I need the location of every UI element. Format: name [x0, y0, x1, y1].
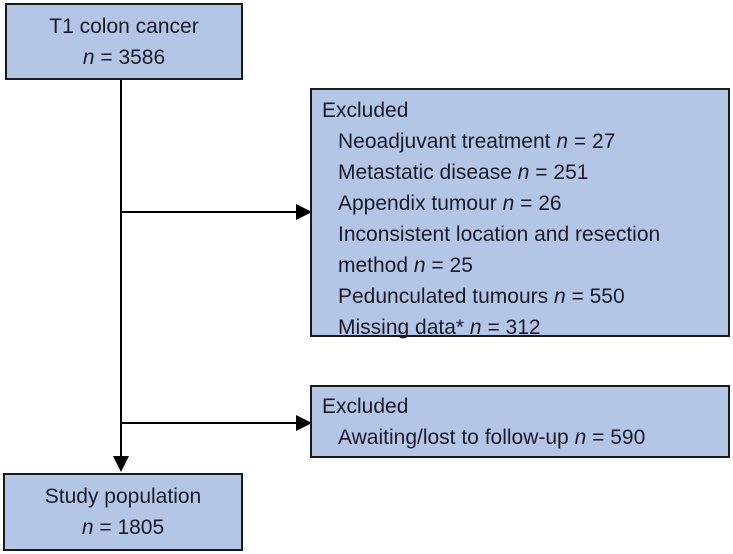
box-excluded-2: Excluded Awaiting/lost to follow-up n = … [310, 385, 730, 458]
excluded-heading: Excluded [322, 99, 409, 122]
excluded-item: Metastatic disease n = 251 [338, 161, 589, 184]
excluded-item: Pedunculated tumours n = 550 [338, 285, 625, 308]
excluded-item: Appendix tumour n = 26 [338, 192, 562, 215]
box-t1-colon-cancer: T1 colon cancer n = 3586 [5, 3, 243, 80]
excluded-item: Neoadjuvant treatment n = 27 [338, 130, 616, 153]
arrowhead-down-icon [113, 456, 129, 472]
arrowhead-right-icon [296, 415, 312, 431]
box-count: n = 3586 [82, 45, 166, 69]
box-title: T1 colon cancer [49, 14, 199, 38]
excluded-heading: Excluded [322, 395, 409, 418]
box-title: Study population [44, 485, 202, 508]
excluded-item: Missing data* n = 312 [338, 316, 541, 339]
box-excluded-1: Excluded Neoadjuvant treatment n = 27 Me… [310, 88, 730, 339]
box-count: n = 1805 [81, 516, 165, 539]
excluded-item: Awaiting/lost to follow-up n = 590 [338, 426, 646, 449]
box-study-population: Study population n = 1805 [3, 473, 243, 551]
excluded-item: Inconsistent location and resection meth… [338, 223, 661, 277]
arrowhead-right-icon [296, 204, 312, 220]
